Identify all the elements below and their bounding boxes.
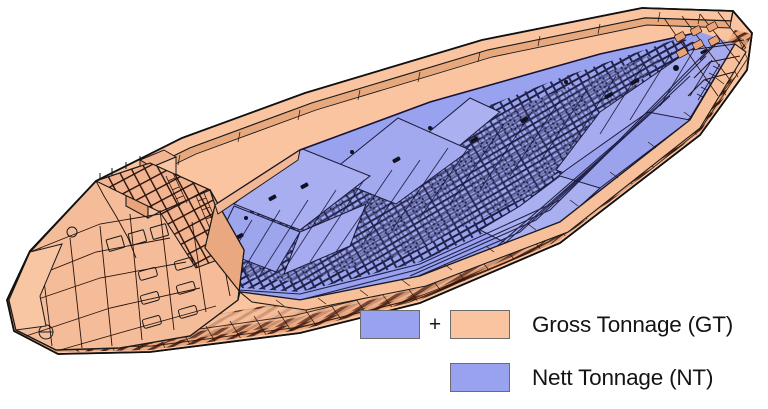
legend-swatch-blue-nett <box>450 363 510 392</box>
main-deck-side-strake <box>238 43 747 311</box>
legend-swatch-blue-gross <box>360 310 420 339</box>
legend-label-nett-tonnage: Nett Tonnage (NT) <box>532 364 714 390</box>
bow-framing-detail <box>663 11 752 97</box>
legend: + Gross Tonnage (GT) Nett Tonnage (NT) <box>360 305 760 405</box>
legend-row-gross-tonnage: + Gross Tonnage (GT) <box>360 310 733 339</box>
legend-label-gross-tonnage: Gross Tonnage (GT) <box>532 311 734 337</box>
legend-row-nett-tonnage: Nett Tonnage (NT) <box>450 363 713 392</box>
stern-superstructure <box>8 149 245 351</box>
legend-swatch-orange-gross <box>450 310 510 339</box>
plus-operator: + <box>428 313 442 336</box>
